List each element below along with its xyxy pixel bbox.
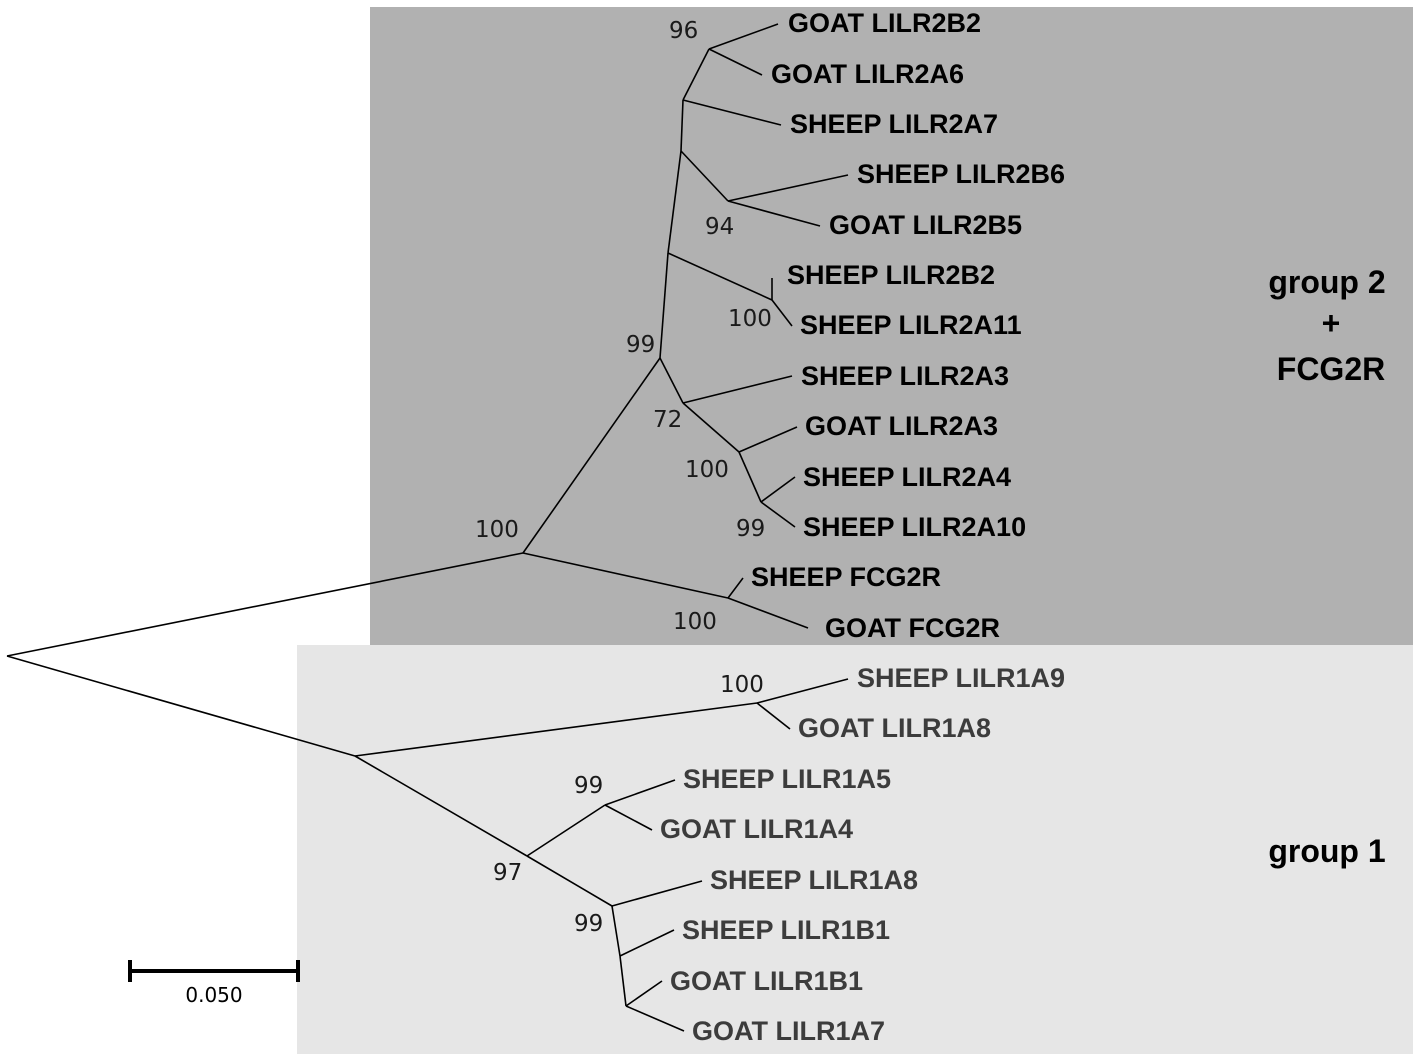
- bootstrap-value: 99: [574, 911, 603, 937]
- branch: [354, 702, 758, 757]
- branch: [522, 552, 729, 599]
- branch: [6, 655, 356, 757]
- leaf-label: SHEEP LILR2A10: [803, 512, 1026, 542]
- leaf-label: SHEEP LILR2A7: [790, 109, 998, 139]
- branch: [526, 855, 613, 907]
- branch: [708, 48, 763, 76]
- branch: [680, 99, 684, 152]
- group1-region: [297, 645, 1413, 1054]
- leaf-label: GOAT LILR2A3: [805, 411, 998, 441]
- branch: [682, 99, 782, 126]
- leaf-label: SHEEP LILR1B1: [682, 915, 890, 945]
- leaf-label: GOAT LILR1A4: [660, 814, 853, 844]
- bootstrap-value: 100: [673, 609, 717, 635]
- branch: [738, 451, 762, 503]
- group2-region: [370, 7, 1413, 645]
- branch: [756, 678, 849, 704]
- branch: [611, 905, 621, 957]
- group2-leaf-labels: GOAT LILR2B2 GOAT LILR2A6 SHEEP LILR2A7 …: [751, 8, 1065, 643]
- branch: [619, 955, 627, 1007]
- branch: [682, 402, 740, 453]
- branch: [738, 426, 798, 453]
- branch: [6, 552, 524, 657]
- branch: [771, 299, 793, 327]
- bootstrap-value: 100: [720, 672, 764, 698]
- branch: [667, 252, 773, 301]
- bootstrap-value: 100: [728, 306, 772, 332]
- scale-bar-label: 0.050: [185, 983, 242, 1007]
- branch: [659, 252, 669, 359]
- branch: [625, 980, 663, 1007]
- branch: [625, 1005, 685, 1032]
- leaf-label: GOAT FCG2R: [825, 613, 1000, 643]
- leaf-label: SHEEP LILR1A8: [710, 865, 918, 895]
- branch: [604, 804, 653, 831]
- branch: [727, 200, 821, 227]
- leaf-label: SHEEP LILR2B6: [857, 159, 1065, 189]
- branch: [727, 577, 744, 599]
- branch: [522, 357, 661, 554]
- bootstrap-value: 72: [653, 407, 682, 433]
- group2-label: group 2 + FCG2R: [1268, 264, 1385, 387]
- branch: [682, 48, 710, 101]
- leaf-label: GOAT LILR2B2: [788, 8, 981, 38]
- leaf-label: SHEEP LILR1A9: [857, 663, 1065, 693]
- group2-label-plus: +: [1322, 305, 1341, 341]
- bootstrap-value: 100: [475, 517, 519, 543]
- branch: [680, 150, 729, 202]
- branch: [667, 150, 682, 254]
- branch: [611, 880, 703, 907]
- branch: [760, 501, 796, 528]
- branch: [756, 702, 791, 730]
- group2-label-line: group 2: [1268, 264, 1385, 300]
- bootstrap-value: 97: [493, 860, 522, 886]
- group1-label: group 1: [1268, 833, 1385, 869]
- branch: [619, 929, 675, 957]
- leaf-label: SHEEP LILR2A11: [800, 310, 1022, 340]
- leaf-label: SHEEP LILR2A4: [803, 462, 1011, 492]
- leaf-label: GOAT LILR1A7: [692, 1016, 885, 1046]
- leaf-label: GOAT LILR2B5: [829, 210, 1022, 240]
- bootstrap-value: 96: [669, 18, 698, 44]
- branch: [659, 357, 684, 404]
- leaf-label: SHEEP FCG2R: [751, 562, 941, 592]
- branch: [708, 23, 779, 50]
- leaf-label: SHEEP LILR1A5: [683, 764, 891, 794]
- branch: [526, 804, 606, 857]
- tree-branches: [6, 23, 849, 1032]
- leaf-label: GOAT LILR2A6: [771, 59, 964, 89]
- bootstrap-value: 94: [705, 214, 734, 240]
- bootstrap-value: 99: [736, 516, 765, 542]
- bootstrap-values: 96 94 100 99 72 100 99 100 100 100 99 97…: [475, 18, 772, 937]
- bootstrap-value: 99: [626, 332, 655, 358]
- group2-label-fcg2r: FCG2R: [1277, 351, 1385, 387]
- leaf-label: GOAT LILR1A8: [798, 713, 991, 743]
- branch: [682, 375, 793, 404]
- branch: [727, 174, 849, 202]
- leaf-label: GOAT LILR1B1: [670, 966, 863, 996]
- bootstrap-value: 99: [574, 773, 603, 799]
- branch: [354, 755, 528, 857]
- group1-leaf-labels: SHEEP LILR1A9 GOAT LILR1A8 SHEEP LILR1A5…: [660, 663, 1065, 1046]
- scale-bar: 0.050: [128, 960, 300, 1007]
- branch: [760, 476, 796, 503]
- branch: [604, 779, 676, 806]
- bootstrap-value: 100: [685, 457, 729, 483]
- branch: [727, 597, 809, 629]
- leaf-label: SHEEP LILR2B2: [787, 260, 995, 290]
- leaf-label: SHEEP LILR2A3: [801, 361, 1009, 391]
